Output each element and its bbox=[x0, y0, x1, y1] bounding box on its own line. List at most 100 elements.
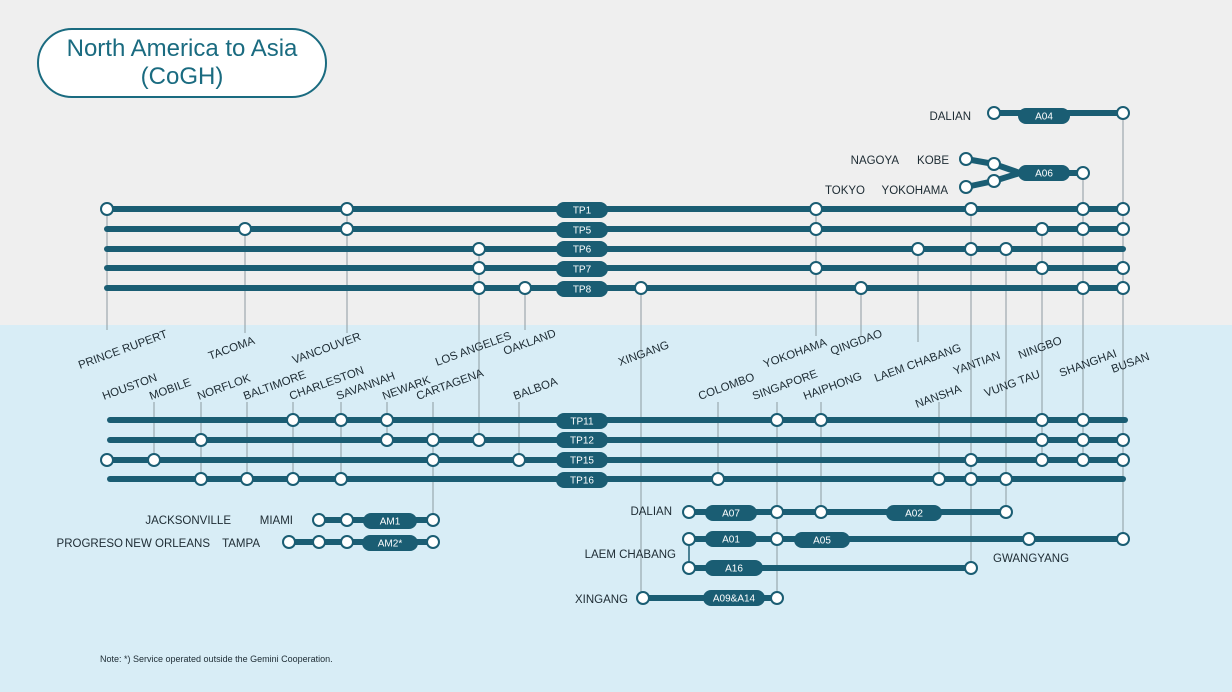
service-am1-pill bbox=[363, 513, 417, 529]
tp5-245-stop bbox=[238, 222, 252, 236]
a01-777-stop bbox=[770, 532, 784, 546]
tp16-1006-stop bbox=[999, 472, 1013, 486]
tp11-1042-stop bbox=[1035, 413, 1049, 427]
tp5-816-stop bbox=[809, 222, 823, 236]
service-am2-pill bbox=[362, 535, 418, 551]
service-a16-pill bbox=[705, 560, 763, 576]
tp5-1042-stop bbox=[1035, 222, 1049, 236]
service-a05-label: A05 bbox=[813, 536, 831, 547]
a07-821-stop bbox=[814, 505, 828, 519]
port-label-miami: MIAMI bbox=[260, 515, 293, 527]
tp16-718-stop bbox=[711, 472, 725, 486]
tp7-479-stop bbox=[472, 261, 486, 275]
port-label-tokyo: TOKYO bbox=[825, 185, 865, 197]
tp5-1123-stop bbox=[1116, 222, 1130, 236]
a06-0-stop bbox=[959, 152, 973, 166]
tp12-201-stop bbox=[194, 433, 208, 447]
tp16-939-stop bbox=[932, 472, 946, 486]
port-label-tampa: TAMPA bbox=[222, 538, 260, 550]
footnote: Note: *) Service operated outside the Ge… bbox=[100, 654, 333, 664]
port-label-tacoma-w: TACOMA bbox=[207, 335, 257, 363]
service-tp12-pill bbox=[556, 432, 608, 448]
tp16-341-stop bbox=[334, 472, 348, 486]
tp1-816-stop bbox=[809, 202, 823, 216]
tp1-1123-stop bbox=[1116, 202, 1130, 216]
a06-1-stop bbox=[987, 157, 1001, 171]
tp1-1083-stop bbox=[1076, 202, 1090, 216]
port-label-vung-tau-w: VUNG TAU bbox=[983, 369, 1042, 400]
am2-347-stop bbox=[340, 535, 354, 549]
service-a04-pill bbox=[1018, 108, 1070, 124]
a01-1029-stop bbox=[1022, 532, 1036, 546]
tp15-154-stop bbox=[147, 453, 161, 467]
service-a09-a14-pill bbox=[703, 590, 765, 606]
a09-777-stop bbox=[770, 591, 784, 605]
service-tp6-label: TP6 bbox=[573, 245, 592, 256]
port-label-dalian-a04: DALIAN bbox=[929, 111, 971, 123]
am1-347-stop bbox=[340, 513, 354, 527]
a09-643-stop bbox=[636, 591, 650, 605]
tp15-107-stop bbox=[100, 453, 114, 467]
tp11-293-stop bbox=[286, 413, 300, 427]
page-title: North America to Asia (CoGH) bbox=[66, 35, 298, 90]
tp12-1042-stop bbox=[1035, 433, 1049, 447]
tp7-816-stop bbox=[809, 261, 823, 275]
am1-433-stop bbox=[426, 513, 440, 527]
a04-busan-stop bbox=[1116, 106, 1130, 120]
a01-689-stop bbox=[682, 532, 696, 546]
tp11-387-stop bbox=[380, 413, 394, 427]
a06-2-stop bbox=[959, 180, 973, 194]
a04-dalian-stop bbox=[987, 106, 1001, 120]
service-a01-pill bbox=[705, 531, 757, 547]
port-label-dalian-feeder: DALIAN bbox=[630, 506, 672, 518]
a07-777-stop bbox=[770, 505, 784, 519]
tp11-777-stop bbox=[770, 413, 784, 427]
port-label-xingang-w: XINGANG bbox=[617, 339, 671, 368]
service-tp7-pill bbox=[556, 261, 608, 277]
service-a07-pill bbox=[705, 505, 757, 521]
tp16-293-stop bbox=[286, 472, 300, 486]
service-a06-label: A06 bbox=[1035, 169, 1053, 180]
tp12-479-stop bbox=[472, 433, 486, 447]
port-label-vancouver-w: VANCOUVER bbox=[291, 331, 363, 367]
service-a02-pill bbox=[886, 505, 942, 521]
a06-3-stop bbox=[987, 174, 1001, 188]
service-a07-label: A07 bbox=[722, 509, 740, 520]
tp12-1083-stop bbox=[1076, 433, 1090, 447]
service-tp16-label: TP16 bbox=[570, 476, 594, 487]
tp16-201-stop bbox=[194, 472, 208, 486]
service-tp8-label: TP8 bbox=[573, 285, 592, 296]
tp8-1123-stop bbox=[1116, 281, 1130, 295]
am2-433-stop bbox=[426, 535, 440, 549]
tp1-347-stop bbox=[340, 202, 354, 216]
port-label-prince-rupert-w: PRINCE RUPERT bbox=[77, 328, 169, 371]
port-label-qingdao-w: QINGDAO bbox=[829, 328, 884, 358]
tp8-479-stop bbox=[472, 281, 486, 295]
tp7-1123-stop bbox=[1116, 261, 1130, 275]
tp5-1083-stop bbox=[1076, 222, 1090, 236]
tp12-433-stop bbox=[426, 433, 440, 447]
service-a16-label: A16 bbox=[725, 564, 743, 575]
port-label-nagoya: NAGOYA bbox=[851, 155, 900, 167]
service-a01-label: A01 bbox=[722, 535, 740, 546]
service-tp8-pill bbox=[556, 281, 608, 297]
service-tp15-pill bbox=[556, 452, 608, 468]
port-label-progreso: PROGRESO bbox=[57, 538, 124, 550]
service-tp7-label: TP7 bbox=[573, 265, 592, 276]
am1-319-stop bbox=[312, 513, 326, 527]
tp15-519-stop bbox=[512, 453, 526, 467]
tp1-971-stop bbox=[964, 202, 978, 216]
title-badge: North America to Asia (CoGH) bbox=[37, 28, 327, 98]
port-label-jacksonville: JACKSONVILLE bbox=[145, 515, 231, 527]
port-label-new-orleans: NEW ORLEANS bbox=[125, 538, 210, 550]
tp12-1123-stop bbox=[1116, 433, 1130, 447]
a16-689-stop bbox=[682, 561, 696, 575]
tp8-861-stop bbox=[854, 281, 868, 295]
tp15-1083-stop bbox=[1076, 453, 1090, 467]
service-tp12-label: TP12 bbox=[570, 436, 594, 447]
tp6-479-stop bbox=[472, 242, 486, 256]
service-tp16-pill bbox=[556, 472, 608, 488]
a07-689-stop bbox=[682, 505, 696, 519]
tp15-1123-stop bbox=[1116, 453, 1130, 467]
tp16-247-stop bbox=[240, 472, 254, 486]
